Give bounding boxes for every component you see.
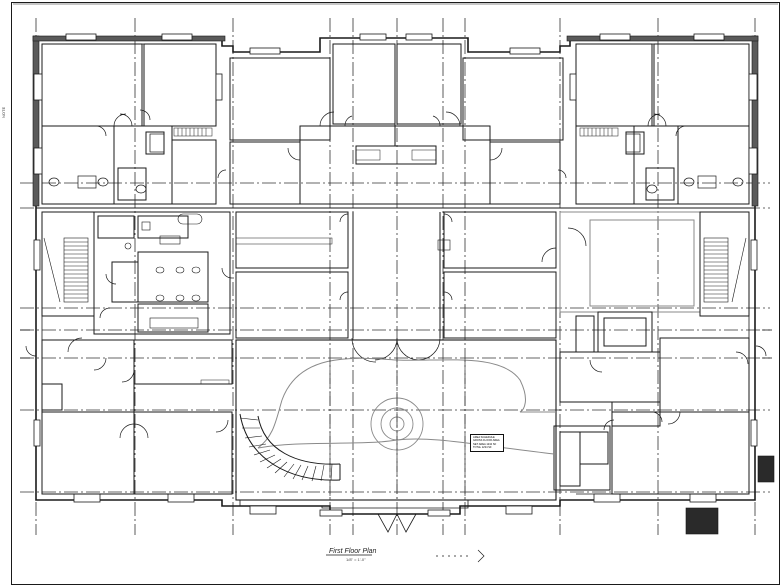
- corner-piers: [32, 35, 759, 207]
- grid-ticks: [20, 329, 772, 359]
- scale-bar: [326, 549, 485, 563]
- upper-rooms: [41, 43, 750, 205]
- entrance-door: [377, 513, 417, 533]
- door-swings-lower: [25, 213, 767, 439]
- lower-right-rooms: [553, 337, 750, 495]
- sheet-frame: [11, 2, 780, 585]
- lower-left-rooms: [41, 339, 233, 495]
- plan-title: First Floor Plan: [329, 548, 377, 555]
- stair-treads: [43, 237, 747, 303]
- area-schedule-box: AREA SCHEDULE GROSS FLOOR AREA NET AREA …: [470, 434, 504, 452]
- toilet-core-fixtures: [124, 213, 451, 329]
- window-bays: [33, 33, 758, 517]
- spiral-stair-treads: [239, 417, 333, 482]
- margin-note: NOTE: [1, 106, 6, 118]
- door-swings: [95, 109, 687, 179]
- floor-grates: [685, 455, 775, 535]
- info-line-2: GROSS FLOOR AREA: [473, 439, 500, 443]
- grand-hall: [235, 339, 557, 501]
- info-line-3: NET AREA 1234 SF: [473, 442, 497, 446]
- plan-scale: 1/8" = 1'-0": [346, 557, 366, 562]
- info-line-1: AREA SCHEDULE: [473, 436, 495, 439]
- info-line-4: TOTAL 1234 SF: [473, 446, 492, 450]
- plumbing-fixtures: [48, 133, 744, 194]
- middle-rooms: [41, 211, 750, 353]
